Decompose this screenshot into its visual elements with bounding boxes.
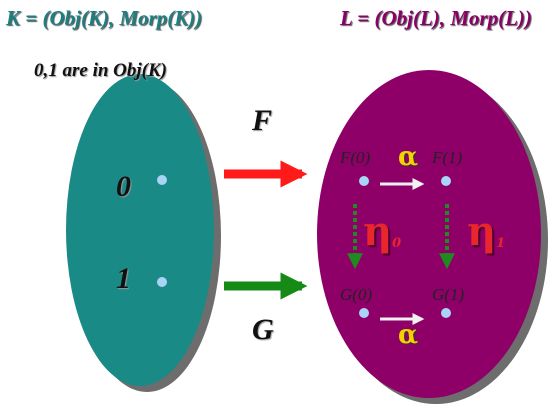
- object-0-dot: [157, 175, 167, 185]
- node-g1-dot: [441, 308, 451, 318]
- eta-1-symbol: η: [467, 208, 497, 255]
- category-k-ellipse: [66, 74, 214, 386]
- category-l-ellipse: [317, 70, 541, 398]
- alpha-bottom-label: α: [398, 320, 419, 350]
- node-g1-label: G(1): [432, 285, 465, 304]
- category-l-title: L = (Obj(L), Morp(L)): [340, 6, 532, 30]
- eta-0-label: η0: [363, 212, 401, 252]
- node-g0-label: G(0): [340, 285, 373, 304]
- functor-g-label: G: [252, 313, 274, 346]
- object-1-label: 1: [116, 262, 131, 295]
- eta-1-subscript: 1: [496, 236, 506, 251]
- node-g0-dot: [359, 308, 369, 318]
- node-f0-label: F(0): [340, 148, 371, 167]
- eta-1-label: η1: [467, 212, 505, 252]
- eta-0-symbol: η: [363, 208, 393, 255]
- alpha-top-label: α: [398, 142, 419, 172]
- eta-0-subscript: 0: [392, 236, 402, 251]
- category-k-title: K = (Obj(K), Morp(K)): [6, 6, 203, 30]
- objects-note: 0,1 are in Obj(K): [34, 60, 167, 81]
- functor-f-label: F: [252, 104, 273, 137]
- node-f1-label: F(1): [432, 148, 463, 167]
- object-0-label: 0: [116, 170, 131, 203]
- object-1-dot: [157, 277, 167, 287]
- node-f1-dot: [441, 176, 451, 186]
- node-f0-dot: [359, 176, 369, 186]
